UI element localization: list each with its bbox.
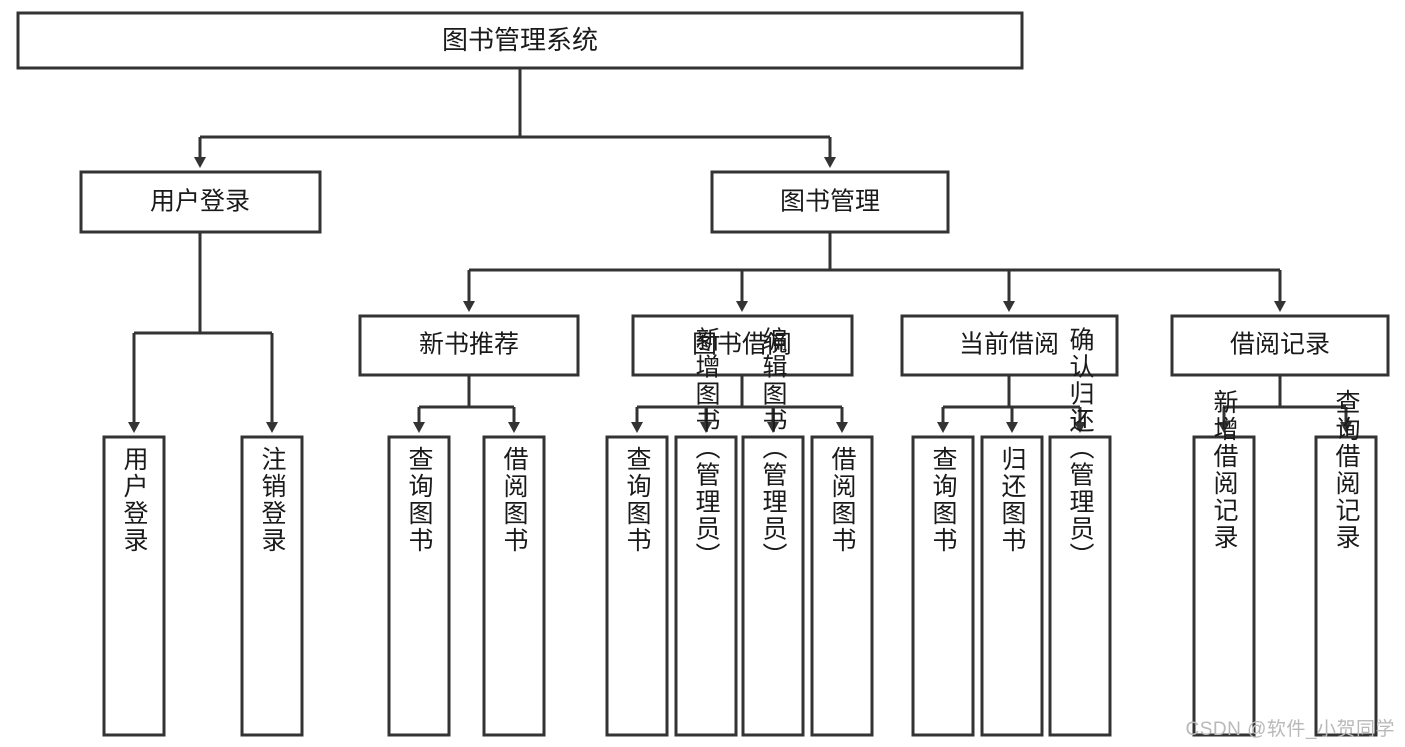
leaf-record-1-label: 查询借阅记录 (1332, 389, 1361, 551)
node-current-borrow[interactable]: 当前借阅 (900, 314, 1119, 377)
node-book-borrow-box[interactable] (631, 314, 854, 377)
leaf-borrow-0-label: 查询图书 (623, 446, 652, 554)
leaf-record-1[interactable]: 查询借阅记录 (1314, 389, 1378, 737)
node-current-borrow-label: 当前借阅 (959, 331, 1059, 359)
edge-group-root (194, 68, 836, 168)
leaf-borrow-1-label: 新增图书（管理员） (692, 327, 721, 570)
leaf-new-book-0-box[interactable] (387, 435, 451, 737)
edge-group-new-book (413, 375, 520, 433)
leaf-borrow-1-box[interactable] (674, 435, 738, 737)
node-root[interactable]: 图书管理系统 (16, 11, 1024, 70)
node-book-management-label: 图书管理 (780, 188, 880, 216)
csdn-watermark: CSDN @软件_小贺同学 (1185, 719, 1395, 740)
leaf-new-book-1[interactable]: 借阅图书 (482, 435, 546, 737)
leaf-current-1-label: 归还图书 (998, 446, 1027, 554)
node-book-borrow[interactable]: 图书借阅 (631, 314, 854, 377)
edge-group-record (1218, 375, 1352, 433)
leaf-record-0-box[interactable] (1192, 435, 1256, 737)
leaf-borrow-3-label: 借阅图书 (828, 446, 857, 554)
leaf-borrow-2-label: 编辑图书（管理员） (759, 327, 788, 570)
node-borrow-record-box[interactable] (1170, 314, 1390, 377)
leaf-current-0-box[interactable] (911, 435, 975, 737)
leaf-borrow-0-box[interactable] (605, 435, 669, 737)
leaf-user-login-0-box[interactable] (102, 435, 166, 737)
leaf-user-login-1[interactable]: 注销登录 (240, 435, 304, 737)
leaf-borrow-2[interactable]: 编辑图书（管理员） (741, 327, 805, 737)
edge-group-book-mgmt (463, 232, 1286, 312)
leaf-new-book-1-label: 借阅图书 (500, 446, 529, 554)
node-borrow-record-label: 借阅记录 (1230, 331, 1330, 359)
leaf-record-1-box[interactable] (1314, 435, 1378, 737)
leaf-current-1-box[interactable] (980, 435, 1044, 737)
leaf-current-2-label: 确认归还（管理员） (1066, 327, 1095, 570)
leaf-user-login-1-label: 注销登录 (258, 446, 287, 554)
leaf-current-0-label: 查询图书 (929, 446, 958, 554)
node-book-management-box[interactable] (710, 170, 950, 234)
edge-group-borrow (631, 375, 848, 433)
leaf-current-2-box[interactable] (1048, 435, 1112, 737)
leaf-borrow-3-box[interactable] (810, 435, 874, 737)
leaf-borrow-0[interactable]: 查询图书 (605, 435, 669, 737)
edge-group-user-login (128, 232, 278, 433)
leaf-user-login-0-label: 用户登录 (120, 446, 149, 554)
node-borrow-record[interactable]: 借阅记录 (1170, 314, 1390, 377)
node-new-book-recommend-box[interactable] (358, 314, 580, 377)
leaf-borrow-1[interactable]: 新增图书（管理员） (674, 327, 738, 737)
leaf-record-0-label: 新增借阅记录 (1210, 389, 1239, 551)
node-book-management[interactable]: 图书管理 (710, 170, 950, 234)
node-new-book-recommend[interactable]: 新书推荐 (358, 314, 580, 377)
node-user-login-label: 用户登录 (150, 188, 250, 216)
leaf-borrow-3[interactable]: 借阅图书 (810, 435, 874, 737)
node-new-book-recommend-label: 新书推荐 (419, 331, 519, 359)
edge-group-current (937, 375, 1086, 433)
leaf-user-login-0[interactable]: 用户登录 (102, 435, 166, 737)
leaf-user-login-1-box[interactable] (240, 435, 304, 737)
node-root-box[interactable] (16, 11, 1024, 70)
leaf-current-1[interactable]: 归还图书 (980, 435, 1044, 737)
leaf-new-book-0-label: 查询图书 (405, 446, 434, 554)
leaf-record-0[interactable]: 新增借阅记录 (1192, 389, 1256, 737)
node-current-borrow-box[interactable] (900, 314, 1119, 377)
node-root-label: 图书管理系统 (442, 25, 598, 55)
node-user-login[interactable]: 用户登录 (79, 170, 322, 234)
leaf-current-0[interactable]: 查询图书 (911, 435, 975, 737)
leaf-new-book-0[interactable]: 查询图书 (387, 435, 451, 737)
leaf-current-2[interactable]: 确认归还（管理员） (1048, 327, 1112, 737)
leaf-borrow-2-box[interactable] (741, 435, 805, 737)
leaf-new-book-1-box[interactable] (482, 435, 546, 737)
node-book-borrow-label: 图书借阅 (692, 331, 792, 359)
node-user-login-box[interactable] (79, 170, 322, 234)
